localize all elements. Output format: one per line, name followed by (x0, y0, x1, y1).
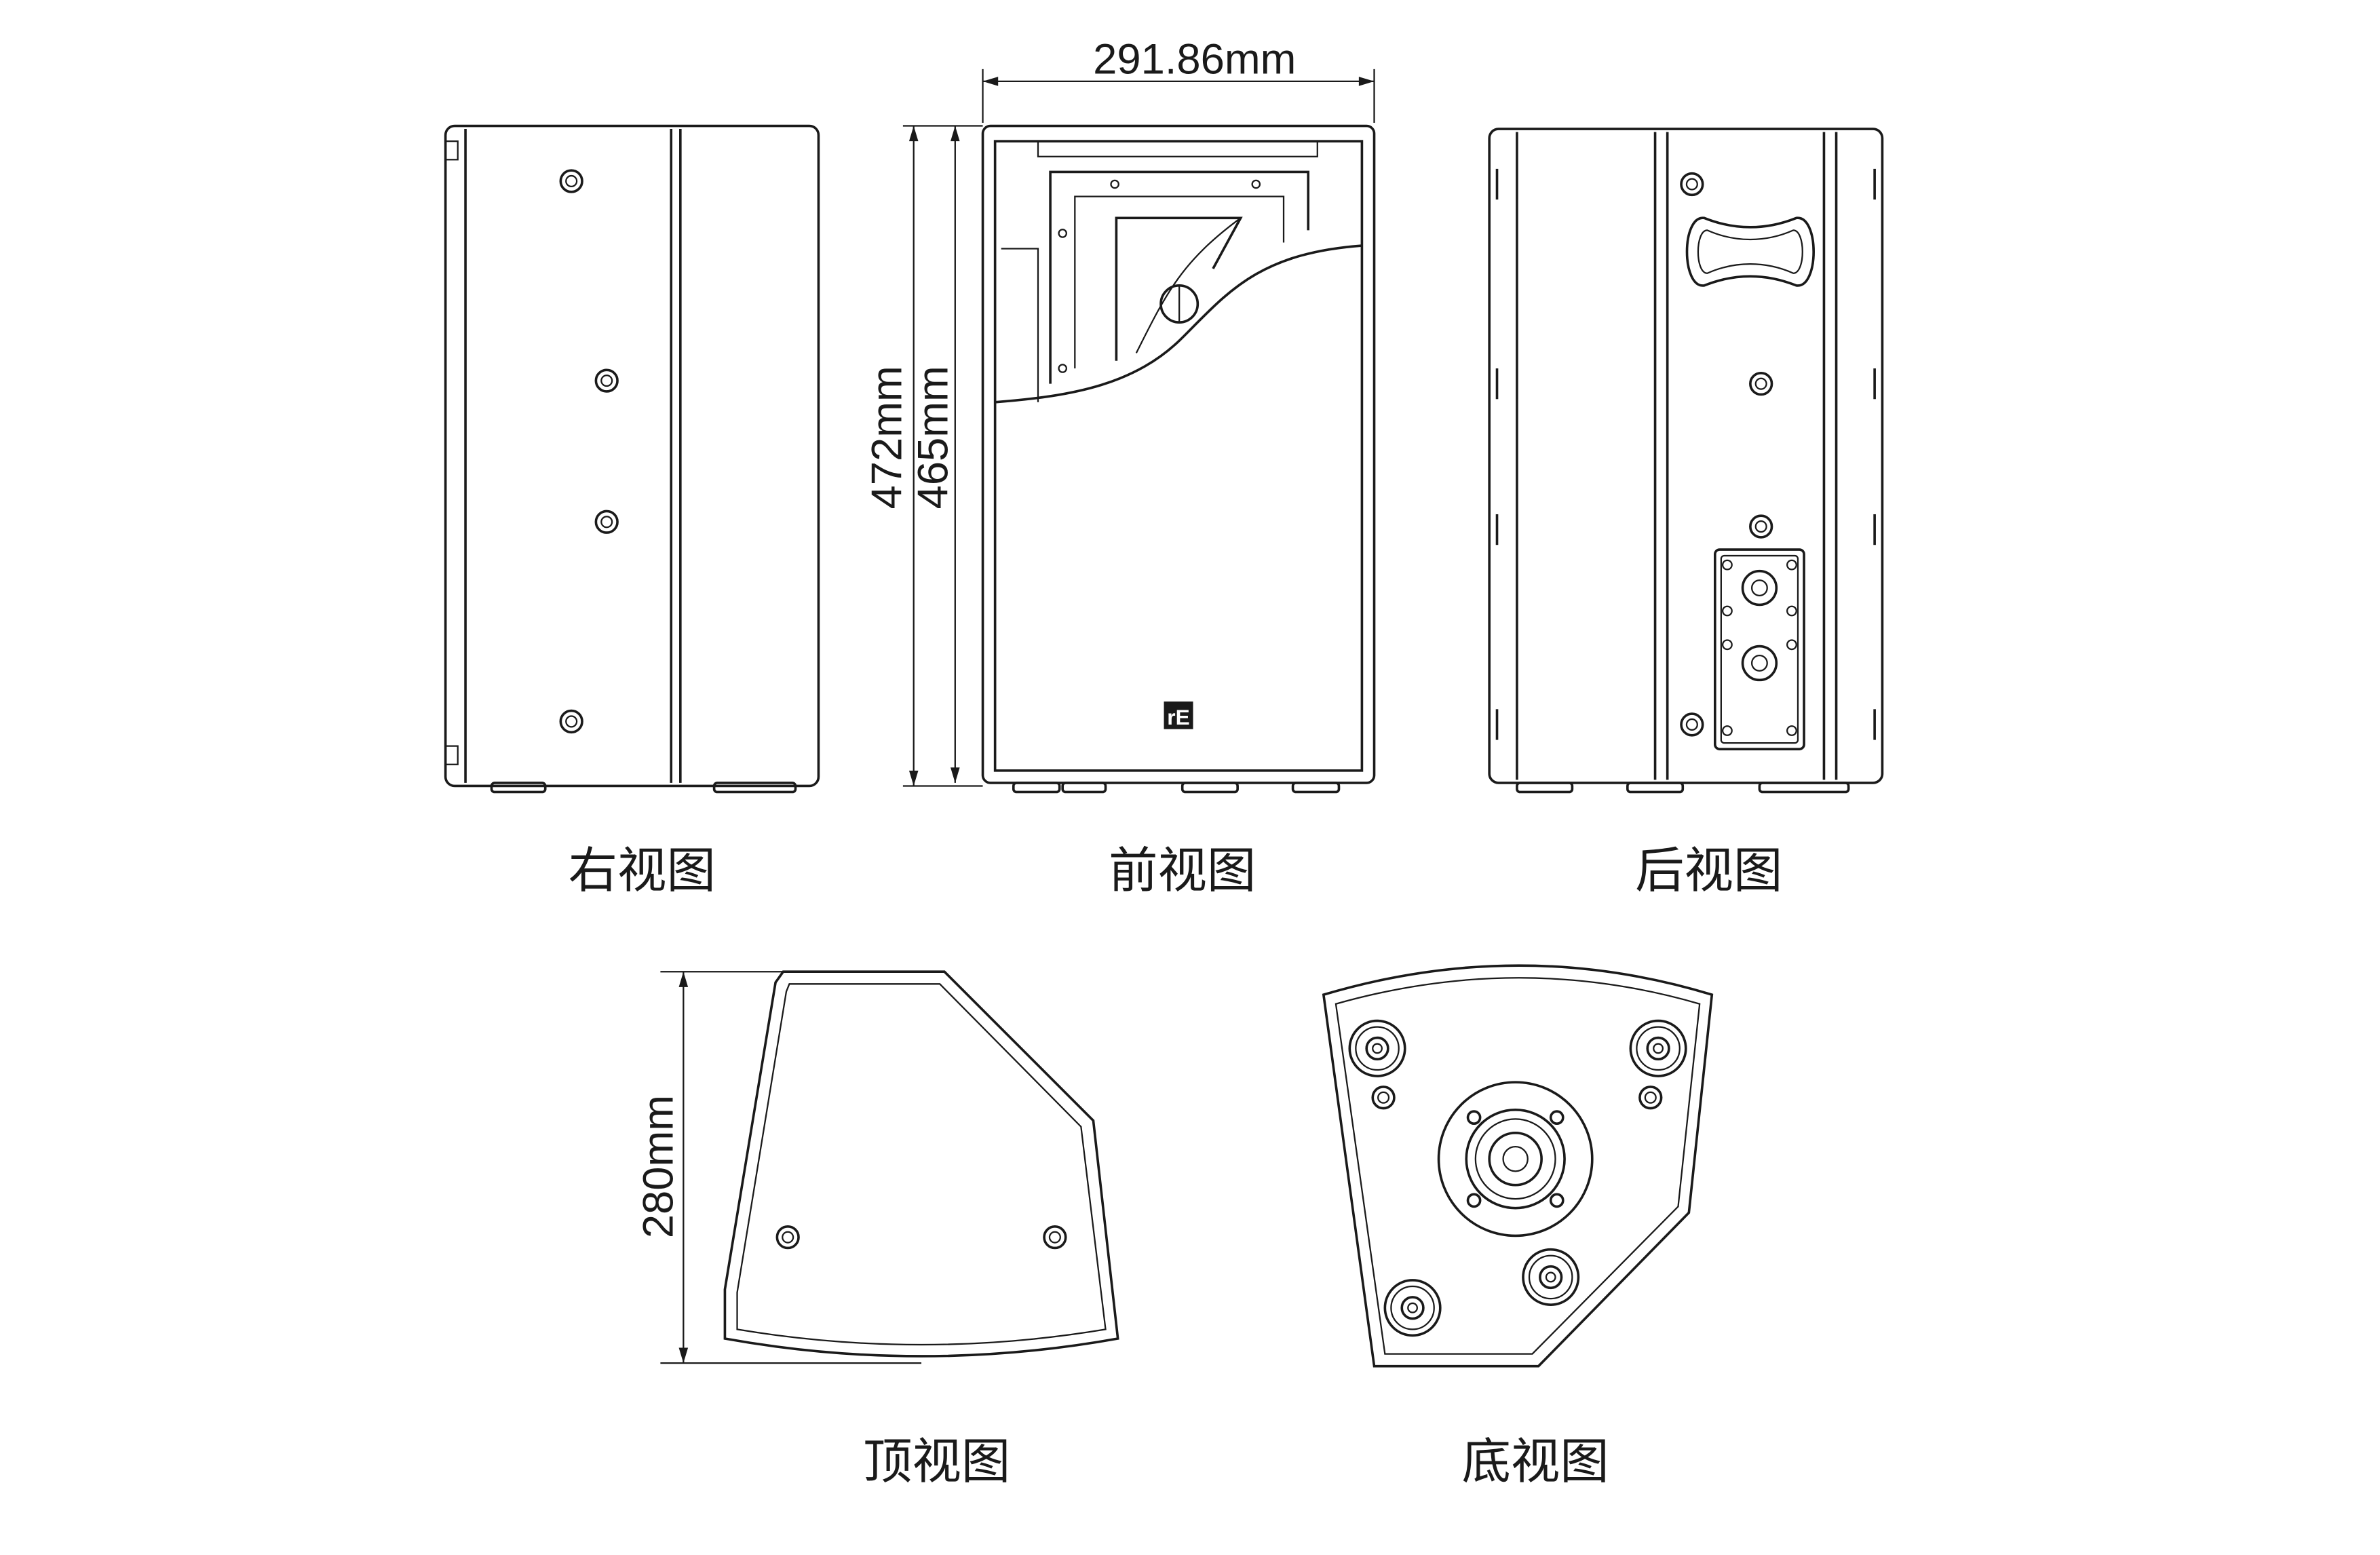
svg-text:rE: rE (1167, 705, 1189, 729)
foot-icon (1348, 1019, 1406, 1077)
foot-icon (1629, 1019, 1687, 1077)
outer-height-label: 472mm (864, 366, 911, 509)
depth-label: 280mm (635, 1095, 683, 1238)
back-view (1488, 128, 1884, 794)
screw-icon (1749, 371, 1773, 396)
screw-icon (559, 169, 583, 193)
screw-icon (594, 368, 619, 393)
speakon-connector-icon (1750, 654, 1768, 672)
screw-icon (1371, 1086, 1396, 1110)
pole-mount-icon (1437, 1081, 1594, 1237)
screw-icon (1680, 172, 1704, 197)
front-view: rE (981, 124, 1376, 794)
label-front-view: 前视图 (1109, 843, 1256, 900)
width-dimension: 291.86mm (982, 36, 1375, 123)
screw-icon (1680, 712, 1704, 737)
foot-icon (1522, 1248, 1580, 1307)
brand-logo: rE (1164, 702, 1193, 729)
screw-icon (1749, 514, 1773, 539)
inner-height-label: 465mm (910, 366, 957, 509)
speakon-connector-icon (1750, 579, 1768, 597)
label-right-view: 右视图 (569, 843, 716, 900)
label-bottom-view: 底视图 (1461, 1434, 1609, 1491)
screw-icon (594, 510, 619, 534)
screw-icon (559, 709, 583, 734)
label-top-view: 顶视图 (863, 1434, 1010, 1491)
screw-icon (1043, 1225, 1067, 1250)
screw-icon (775, 1225, 800, 1250)
top-view (723, 970, 1119, 1358)
label-back-view: 后视图 (1635, 843, 1782, 900)
height-dimensions: 472mm 465mm (864, 125, 983, 787)
foot-icon (1383, 1279, 1442, 1337)
screw-icon (1638, 1086, 1663, 1110)
depth-dimension: 280mm (635, 971, 922, 1364)
width-label: 291.86mm (1093, 36, 1296, 83)
bottom-view (1322, 964, 1714, 1368)
input-panel (1713, 548, 1805, 750)
right-view (444, 124, 820, 794)
